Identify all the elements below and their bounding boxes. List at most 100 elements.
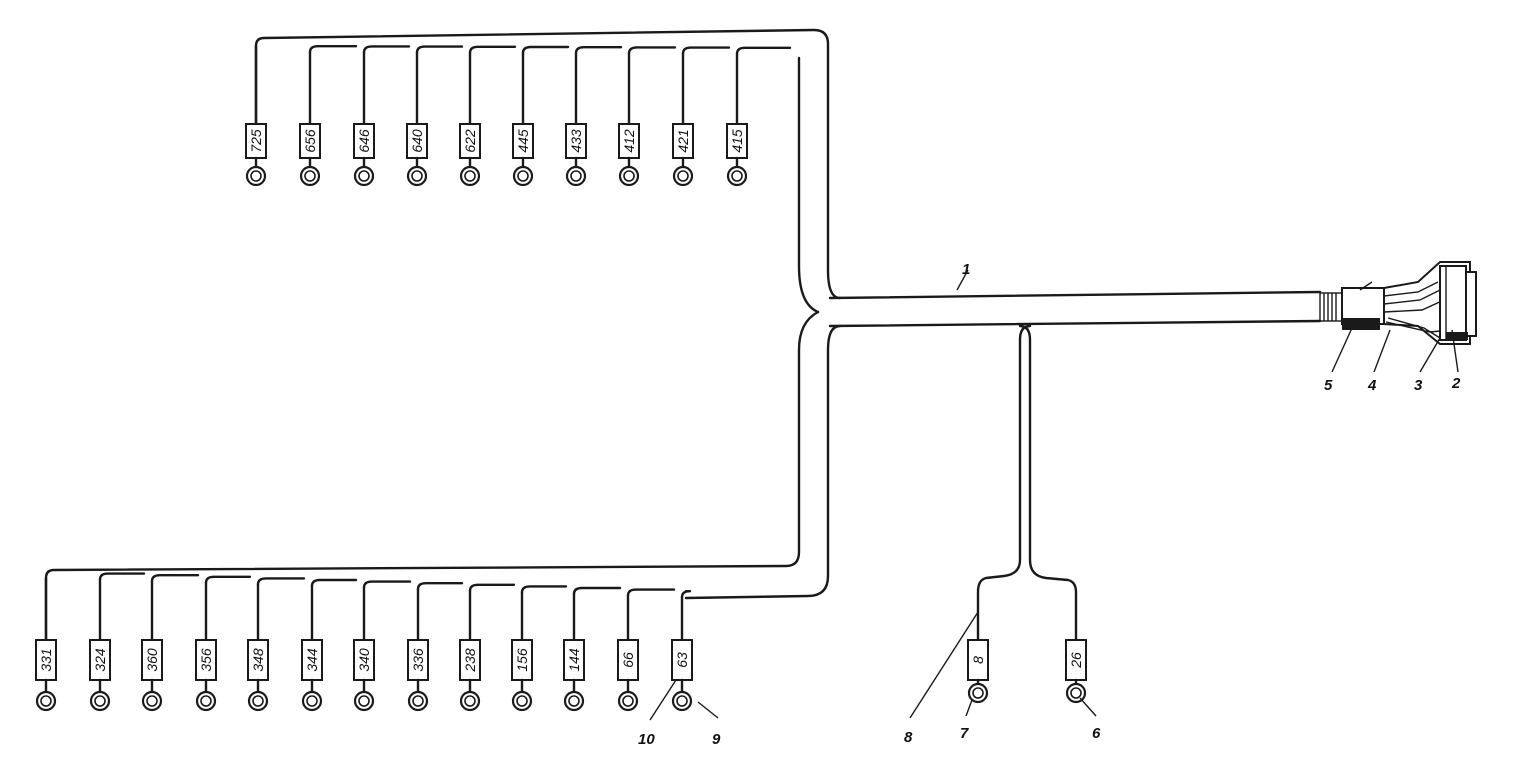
callout-8: 8 <box>904 729 913 746</box>
ring-terminal-hole <box>358 695 370 707</box>
marker-tag-label: 156 <box>514 648 530 672</box>
lead-hook <box>735 46 792 55</box>
bottom-left-branch-336: 336 <box>407 582 464 712</box>
ring-terminal-hole <box>568 695 580 707</box>
ring-terminal-hole <box>972 687 984 699</box>
bottom-left-branch-238: 238 <box>459 583 516 712</box>
bottom-left-branch-66: 66 <box>617 588 676 712</box>
ring-terminal-hole <box>412 695 424 707</box>
marker-tag-label: 646 <box>356 129 372 153</box>
ring-terminal-hole <box>306 695 318 707</box>
lead-hook <box>681 46 731 55</box>
marker-tag-label: 144 <box>566 648 582 672</box>
marker-tag-label: 445 <box>515 129 531 153</box>
ring-terminal-hole <box>464 170 476 182</box>
callout-10: 10 <box>638 731 655 748</box>
bottom-left-branch-144: 144 <box>563 586 622 712</box>
bottom-left-branch-63: 63 <box>671 590 693 712</box>
lead-hook <box>680 590 692 599</box>
connector-plug <box>1341 261 1477 345</box>
ring-terminal-hole <box>358 170 370 182</box>
lead-hook <box>98 572 146 581</box>
callout-labels: 1 2 3 4 5 6 7 8 9 10 <box>638 261 1461 748</box>
top-branch-445: 445 <box>512 45 570 187</box>
ring-terminal-hole <box>252 695 264 707</box>
marker-tag-label: 412 <box>621 129 637 153</box>
top-branch-415: 415 <box>726 46 792 187</box>
marker-tag-label: 622 <box>462 129 478 153</box>
callout-1: 1 <box>962 261 970 278</box>
ring-terminal-hole <box>1070 687 1082 699</box>
callout-4: 4 <box>1367 377 1377 394</box>
bottom-left-branch-156: 156 <box>511 585 568 712</box>
callout-6: 6 <box>1092 725 1101 742</box>
lead-hook <box>574 46 623 55</box>
top-branch-433: 433 <box>565 46 623 187</box>
top-branch-646: 646 <box>353 45 411 187</box>
bundle-top-inner <box>797 56 820 314</box>
ring-terminal-hole <box>570 170 582 182</box>
marker-tag-label: 238 <box>462 648 478 673</box>
marker-tag-label: 8 <box>970 656 986 664</box>
marker-tag-label: 324 <box>92 648 108 672</box>
ring-terminal-hole <box>304 170 316 182</box>
lead-hook <box>626 588 676 597</box>
lead-hook <box>204 575 252 584</box>
lead-hook <box>520 585 568 594</box>
ring-terminal-hole <box>517 170 529 182</box>
top-branch-421: 421 <box>672 46 731 187</box>
ring-terminal-hole <box>146 695 158 707</box>
top-branch-412: 412 <box>618 46 677 187</box>
bundle-top-outer <box>254 28 842 300</box>
ring-terminal-hole <box>622 695 634 707</box>
bundle-br-outer <box>1018 324 1078 642</box>
ring-terminal-hole <box>731 170 743 182</box>
main-trunk <box>828 290 1343 328</box>
marker-tag-label: 415 <box>729 129 745 153</box>
ring-terminal-hole <box>623 170 635 182</box>
lead-hook <box>415 45 464 54</box>
marker-tag-label: 26 <box>1068 652 1084 669</box>
ring-terminal-hole <box>94 695 106 707</box>
ring-terminal-hole <box>411 170 423 182</box>
top-branch-725: 725 <box>245 44 267 187</box>
marker-tag-label: 348 <box>250 648 266 672</box>
marker-tag-label: 331 <box>38 648 54 671</box>
marker-tag-label: 433 <box>568 129 584 153</box>
callout-9: 9 <box>712 731 721 748</box>
callout-5: 5 <box>1324 377 1333 394</box>
top-branch-622: 622 <box>459 45 517 187</box>
lead-hook <box>362 45 411 54</box>
top-branch-640: 640 <box>406 45 464 187</box>
bottom-left-branch-331: 331 <box>35 576 57 712</box>
marker-tag-label: 725 <box>248 129 264 153</box>
bundle-bl-inner <box>44 310 820 642</box>
harness-bundles <box>44 28 1078 642</box>
callout-7: 7 <box>960 725 969 742</box>
marker-tag-label: 421 <box>675 129 691 152</box>
marker-tag-label: 640 <box>409 129 425 153</box>
bottom-right-branch-8: 8 <box>967 638 989 704</box>
bottom-left-branch-340: 340 <box>353 580 412 712</box>
marker-tag-label: 336 <box>410 648 426 672</box>
lead-hook <box>362 580 412 589</box>
ring-terminal-hole <box>677 170 689 182</box>
ring-terminal-hole <box>40 695 52 707</box>
ring-terminal-hole <box>516 695 528 707</box>
bottom-right-branch-group: 8 26 <box>967 638 1087 704</box>
bottom-left-branch-348: 348 <box>247 577 306 712</box>
top-branch-656: 656 <box>299 45 358 187</box>
bottom-left-branch-324: 324 <box>89 572 146 712</box>
marker-tag-label: 340 <box>356 648 372 672</box>
marker-tag-label: 63 <box>674 652 690 668</box>
lead-hook <box>572 586 622 596</box>
bundle-bl-outer <box>684 324 842 600</box>
marker-tag-label: 66 <box>620 652 636 668</box>
bottom-left-branch-360: 360 <box>141 574 200 712</box>
ring-terminal-hole <box>200 695 212 707</box>
lead-hook <box>416 582 464 591</box>
